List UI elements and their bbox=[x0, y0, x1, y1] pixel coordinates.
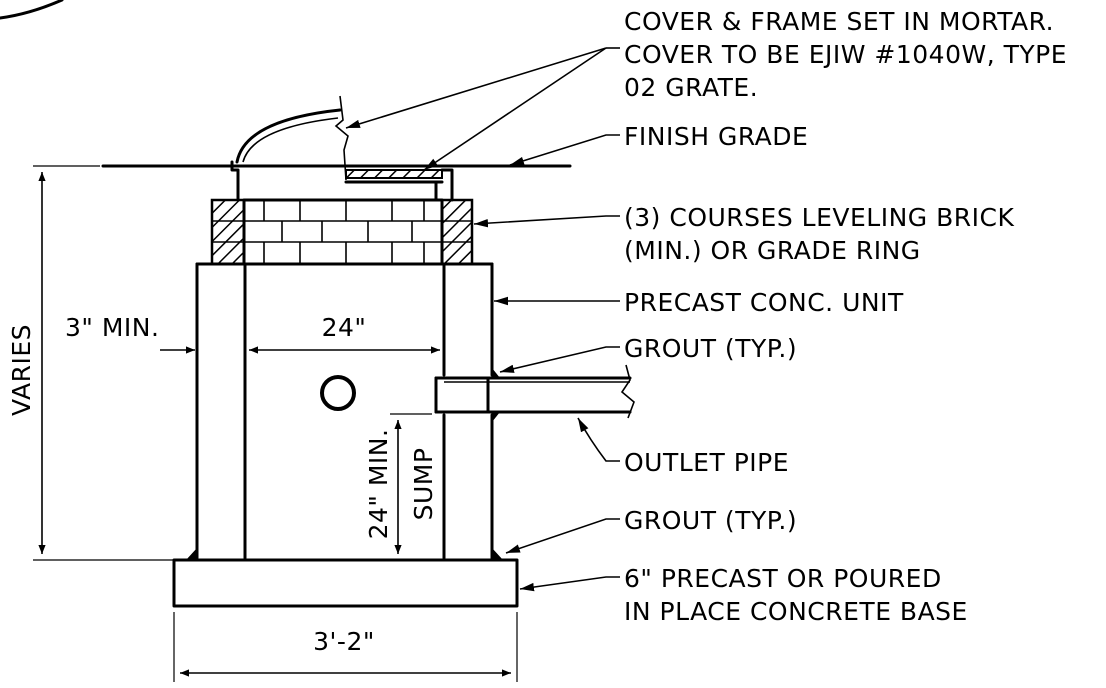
outlet-pipe-shape bbox=[434, 364, 635, 422]
label-outlet-pipe: OUTLET PIPE bbox=[624, 448, 789, 477]
frame-left bbox=[230, 160, 240, 202]
precast-unit bbox=[186, 262, 503, 560]
leaders bbox=[345, 47, 620, 592]
grout-bottom-right bbox=[492, 548, 503, 560]
grout-bottom-left bbox=[186, 548, 197, 560]
label-grout-bottom: GROUT (TYP.) bbox=[624, 506, 797, 535]
label-base-line1: 6" PRECAST OR POURED bbox=[624, 564, 942, 593]
structure bbox=[101, 95, 635, 608]
concrete-base bbox=[172, 558, 519, 608]
label-grout-top: GROUT (TYP.) bbox=[624, 334, 797, 363]
label-brick-line1: (3) COURSES LEVELING BRICK bbox=[624, 203, 1014, 232]
dim-inner-width: 24" bbox=[322, 313, 367, 342]
label-cover-line1: COVER & FRAME SET IN MORTAR. bbox=[624, 7, 1054, 36]
inlet-opening bbox=[320, 375, 356, 411]
label-precast-unit: PRECAST CONC. UNIT bbox=[624, 288, 904, 317]
callout-labels: COVER & FRAME SET IN MORTAR. COVER TO BE… bbox=[624, 7, 1067, 626]
label-brick-line2: (MIN.) OR GRADE RING bbox=[624, 236, 921, 265]
frame-right bbox=[440, 168, 454, 202]
label-cover-line3: 02 GRATE. bbox=[624, 73, 758, 102]
cover-open-inner bbox=[242, 117, 339, 163]
dim-sump: SUMP bbox=[409, 448, 438, 521]
leveling-brick bbox=[210, 198, 474, 266]
label-base-line2: IN PLACE CONCRETE BASE bbox=[624, 597, 968, 626]
dimensions: VARIES 3" MIN. 24" 24" MIN. SUMP 3'-2" bbox=[7, 165, 518, 682]
grate bbox=[345, 169, 443, 179]
label-finish-grade: FINISH GRADE bbox=[624, 122, 808, 151]
dim-base-width: 3'-2" bbox=[313, 627, 375, 656]
cover-open bbox=[235, 108, 342, 164]
detail-callout-circle bbox=[0, 0, 64, 20]
dim-varies: VARIES bbox=[7, 324, 36, 416]
dim-wall-min: 3" MIN. bbox=[65, 313, 159, 342]
label-cover-line2: COVER TO BE EJIW #1040W, TYPE bbox=[624, 40, 1067, 69]
cover-break-line bbox=[334, 95, 349, 181]
dim-sump-depth: 24" MIN. bbox=[364, 429, 393, 540]
